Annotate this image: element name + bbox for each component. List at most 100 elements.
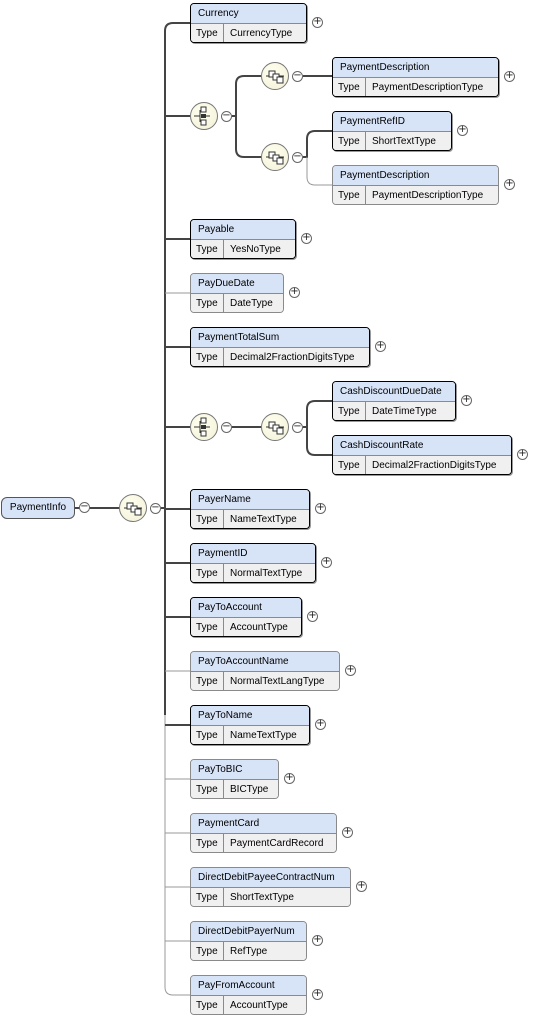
expand-icon[interactable]: +	[345, 664, 356, 676]
collapse-icon[interactable]: −	[150, 502, 161, 514]
expand-icon[interactable]: +	[504, 178, 515, 190]
expand-icon[interactable]: +	[315, 718, 326, 730]
collapse-icon[interactable]: −	[292, 421, 303, 433]
expand-icon[interactable]: +	[321, 556, 332, 568]
type-value: ShortTextType	[372, 136, 436, 147]
element-name: DirectDebitPayerNum	[191, 922, 306, 942]
type-value: CurrencyType	[230, 28, 293, 39]
type-value: NameTextType	[230, 730, 297, 741]
element-name: PaymentRefID	[333, 112, 451, 132]
type-label: Type	[333, 78, 366, 96]
expand-icon[interactable]: +	[289, 286, 300, 298]
expand-icon[interactable]: +	[301, 232, 312, 244]
choice-icon	[194, 417, 210, 437]
expand-icon[interactable]: +	[315, 502, 326, 514]
seq1b-to-paymentdescription-opt	[306, 157, 332, 186]
expand-icon[interactable]: +	[284, 772, 295, 784]
collapse-icon[interactable]: −	[292, 70, 303, 82]
type-label: Type	[191, 834, 224, 852]
collapse-icon[interactable]: −	[79, 501, 90, 513]
expand-icon[interactable]: +	[457, 124, 468, 136]
type-value: NormalTextLangType	[230, 676, 325, 687]
type-value: PaymentDescriptionType	[372, 82, 484, 93]
seq2-to-cashdiscountrate	[306, 427, 332, 456]
type-value: NormalTextType	[230, 568, 303, 579]
element-name: PaymentTotalSum	[191, 328, 369, 348]
element-name: Currency	[191, 4, 306, 24]
seq2-to-cashdiscountduedate	[303, 400, 332, 428]
type-label: Type	[191, 726, 224, 744]
type-value: BICType	[230, 784, 269, 795]
seq1b-to-paymentrefid	[303, 130, 332, 158]
type-value: ShortTextType	[230, 892, 294, 903]
expand-icon[interactable]: +	[312, 988, 323, 1000]
collapse-icon[interactable]: −	[221, 421, 232, 433]
sequence-icon	[266, 70, 284, 84]
sequence-icon	[266, 421, 284, 435]
collapse-icon[interactable]: −	[292, 151, 303, 163]
element-type-row: Type NameTextType	[191, 726, 309, 744]
root-element-paymentinfo[interactable]: PaymentInfo	[1, 497, 75, 519]
type-value: AccountType	[230, 1000, 288, 1011]
element-name: PayerName	[191, 490, 309, 510]
sequence-icon	[266, 151, 284, 165]
type-label: Type	[191, 294, 224, 312]
expand-icon[interactable]: +	[312, 16, 323, 28]
type-label: Type	[333, 186, 366, 204]
expand-icon[interactable]: +	[375, 340, 386, 352]
element-name: PayFromAccount	[191, 976, 306, 996]
expand-icon[interactable]: +	[461, 394, 472, 406]
type-label: Type	[333, 456, 366, 474]
element-name: DirectDebitPayeeContractNum	[191, 868, 350, 888]
element-type-row: Type NormalTextType	[191, 564, 315, 582]
type-value: DateTimeType	[372, 406, 437, 417]
expand-icon[interactable]: +	[356, 880, 367, 892]
type-label: Type	[191, 564, 224, 582]
element-name: PayToName	[191, 706, 309, 726]
type-value: YesNoType	[230, 244, 281, 255]
expand-icon[interactable]: +	[312, 934, 323, 946]
expand-icon[interactable]: +	[307, 610, 318, 622]
type-label: Type	[191, 240, 224, 258]
element-name: PaymentDescription	[333, 58, 498, 78]
element-name: CashDiscountRate	[333, 436, 511, 456]
element-name: Payable	[191, 220, 295, 240]
choice1-to-seq1b	[235, 116, 261, 158]
expand-icon[interactable]: +	[517, 448, 528, 460]
type-label: Type	[191, 348, 224, 366]
type-label: Type	[191, 618, 224, 636]
collapse-icon[interactable]: −	[221, 110, 232, 122]
expand-icon[interactable]: +	[342, 826, 353, 838]
expand-icon[interactable]: +	[504, 70, 515, 82]
